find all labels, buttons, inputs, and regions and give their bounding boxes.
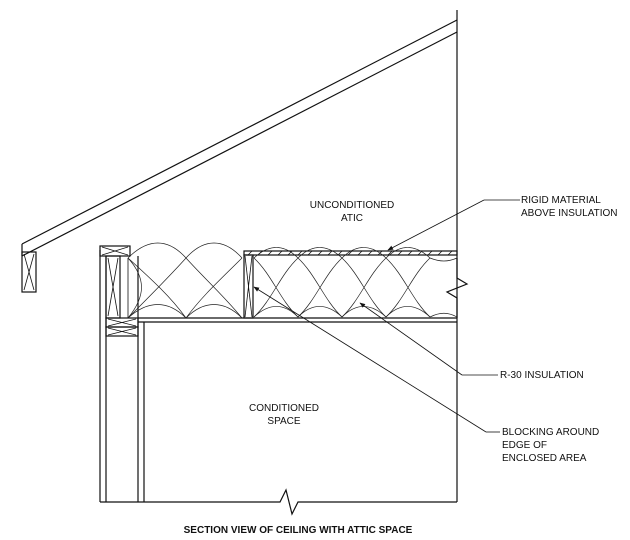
header-blocking <box>105 317 139 337</box>
label-r30-insulation: R-30 INSULATION <box>500 370 584 381</box>
leader-r30-insulation <box>359 302 498 376</box>
insulation-left <box>127 242 243 319</box>
ceiling-joist <box>138 317 457 323</box>
exterior-wall <box>99 250 145 502</box>
label-rigid-line1: RIGID MATERIAL <box>521 195 601 206</box>
label-rigid-line2: ABOVE INSULATION <box>521 208 618 219</box>
roof-rafter <box>21 19 458 257</box>
fascia-board <box>21 251 37 293</box>
label-blocking-line1: BLOCKING AROUND <box>502 427 599 438</box>
blocking-at-wall <box>105 255 121 319</box>
leader-rigid-material <box>387 199 520 251</box>
label-unconditioned-line2: ATIC <box>341 213 363 224</box>
label-conditioned-line1: CONDITIONED <box>249 403 319 414</box>
drawing-title: SECTION VIEW OF CEILING WITH ATTIC SPACE <box>184 525 413 536</box>
break-line-bottom <box>100 488 457 516</box>
top-plate <box>99 245 131 257</box>
leader-blocking <box>253 286 500 433</box>
label-unconditioned-line1: UNCONDITIONED <box>310 200 394 211</box>
label-blocking-line2: EDGE OF <box>502 440 547 451</box>
blocking-around-enclosed-area <box>243 254 254 319</box>
label-blocking-line3: ENCLOSED AREA <box>502 453 587 464</box>
label-conditioned-line2: SPACE <box>267 416 300 427</box>
break-line-right <box>445 258 469 318</box>
insulation-right <box>253 247 458 318</box>
